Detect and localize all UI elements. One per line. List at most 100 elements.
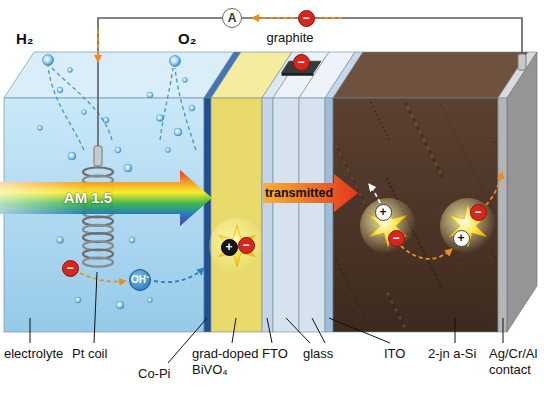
electron-charge: − [388,230,405,247]
part-label: glass [303,346,333,362]
texture-dot [394,194,397,197]
texture-dot [389,297,392,300]
texture-dot [388,138,390,140]
part-label: Ag/Cr/Al contact [489,346,543,377]
texture-dot [395,309,398,312]
part-label: Pt coil [72,346,107,362]
texture-dot [391,301,394,304]
texture-dot [459,255,460,256]
texture-dot [428,262,431,265]
texture-dot [422,250,425,253]
charge-symbol: A [228,12,237,24]
ammeter-symbol: A [222,8,242,28]
bivo4-layer-front [211,98,262,332]
texture-dot [339,153,341,155]
hole-charge: + [453,230,470,247]
texture-dot [467,271,468,272]
bubble-trail [48,66,84,150]
gas-label: H₂ [16,30,34,48]
texture-dot [335,101,336,102]
texture-dot [483,303,484,304]
texture-dot [425,143,428,146]
electron-flow-arrow [320,17,342,19]
part-label: 2-jn a-Si [428,346,476,362]
texture-dot [401,321,404,324]
graphite-strip-edge [282,73,314,76]
carrier-arrow [369,184,380,203]
texture-dot [434,274,437,277]
texture-dot [429,151,432,154]
light-label: transmitted [265,186,333,201]
texture-dot [376,114,378,116]
texture-dot [361,197,363,199]
texture-dot [491,319,492,320]
texture-dot [420,246,423,249]
texture-dot [346,280,348,282]
part-label: graphite [267,30,314,46]
texture-dot [437,167,440,170]
texture-dot [423,139,426,142]
texture-dot [439,215,440,216]
gas-bubble [129,237,135,243]
a-si-texture [335,101,496,327]
texture-dot [344,276,346,278]
texture-dot [368,324,370,326]
texture-dot [485,307,486,308]
leader-line [455,318,456,343]
gas-bubble [82,110,87,115]
texture-dot [343,161,345,163]
texture-dot [486,196,487,197]
texture-dot [366,320,368,322]
texture-dot [439,171,442,174]
fto-layer-front [262,98,273,332]
texture-dot [409,111,412,114]
texture-dot [441,175,444,178]
gas-bubble [68,68,73,73]
texture-dot [392,190,395,193]
texture-dot [424,254,427,257]
texture-dot [374,110,376,112]
texture-dot [446,116,447,117]
glass-layer-front [273,98,299,332]
texture-dot [461,259,462,260]
gas-bubble [68,152,76,160]
texture-dot [372,106,374,108]
texture-dot [390,186,393,189]
wire-terminal [94,146,102,166]
electrolyte-volume-front [4,98,204,332]
ito-layer-front [325,98,333,332]
leader-line [329,318,390,343]
texture-dot [354,296,356,298]
gas-bubble [57,87,63,93]
texture-dot [494,256,496,258]
texture-dot [442,108,443,109]
texture-dot [487,311,488,312]
electron-charge: − [293,54,310,71]
electron-charge: − [298,10,315,27]
gas-bubble [57,237,64,244]
leader-line [232,318,236,343]
carrier-arrow [401,246,452,259]
metal-contact-side [507,52,537,332]
texture-dot [433,159,436,162]
sunlight-fade [0,170,212,226]
texture-dot [356,300,358,302]
texture-dot [475,287,476,288]
texture-dot [413,119,416,122]
leader-line [267,318,272,343]
texture-dot [450,124,451,125]
charge-symbol: + [225,241,232,253]
a-si-layer-top [333,52,528,98]
gas-bubble [148,298,153,303]
texture-dot [440,104,441,105]
texture-dot [337,149,339,151]
texture-dot [435,163,438,166]
texture-dot [438,282,441,285]
texture-dot [388,182,391,185]
carrier-arrow [486,172,502,205]
part-label: Co-Pi [138,366,171,382]
sunlight-arrow [0,170,212,226]
texture-dot [460,144,461,145]
texture-dot [474,172,475,173]
